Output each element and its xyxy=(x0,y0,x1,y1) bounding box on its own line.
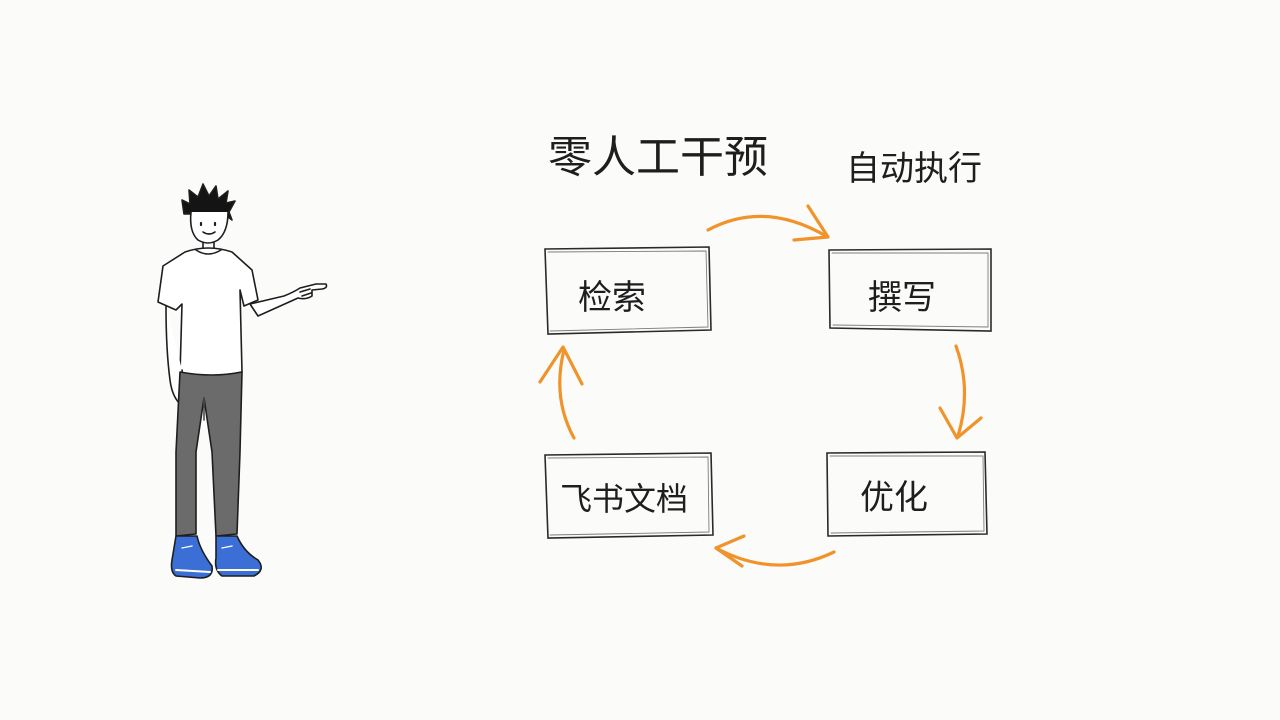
arrow-head-right xyxy=(938,406,983,440)
person-pointing-arm xyxy=(249,283,328,317)
arrow-feishu-to-retrieve xyxy=(558,348,576,440)
person-head xyxy=(189,211,229,244)
cycle-arrows xyxy=(538,204,983,568)
step-box-write xyxy=(828,248,992,332)
step-label-retrieve: 检索 xyxy=(578,278,646,318)
arrow-optimize-to-feishu xyxy=(714,546,836,567)
subheadline-text: 自动执行 xyxy=(846,149,982,189)
step-label-optimize: 优化 xyxy=(860,478,928,518)
step-label-feishu-doc: 飞书文档 xyxy=(560,480,688,518)
step-box-feishu-doc xyxy=(544,452,714,539)
step-box-optimize xyxy=(826,451,988,537)
person-right-shoe xyxy=(214,535,262,577)
arrow-head-top xyxy=(792,204,830,242)
headline-text: 零人工干预 xyxy=(548,132,768,183)
arrow-write-to-optimize xyxy=(954,344,967,438)
person-figure xyxy=(157,183,328,579)
arrow-retrieve-to-write xyxy=(706,214,828,238)
arrow-head-left xyxy=(538,345,584,386)
person-pants xyxy=(175,371,243,537)
step-box-retrieve xyxy=(544,246,712,335)
person-left-shoe xyxy=(170,535,214,579)
arrow-head-bottom xyxy=(714,534,746,568)
step-label-write: 撰写 xyxy=(868,278,936,318)
